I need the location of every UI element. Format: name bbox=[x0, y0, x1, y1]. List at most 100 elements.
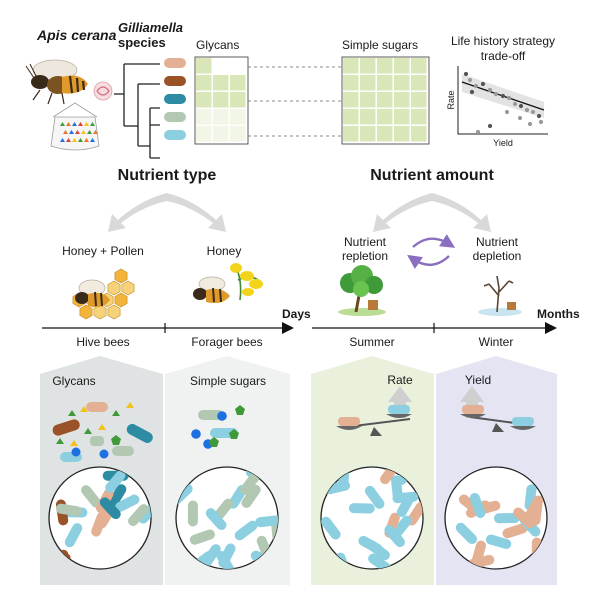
tradeoff-point bbox=[475, 129, 481, 135]
glycan-glucose bbox=[99, 449, 109, 459]
hive-bee-illustration bbox=[72, 268, 135, 320]
rate-balance-scale bbox=[336, 405, 412, 436]
summer-tree-illustration bbox=[338, 265, 386, 316]
tradeoff-point bbox=[469, 89, 475, 95]
glycans-cell bbox=[196, 126, 212, 142]
sugars-cell bbox=[343, 126, 359, 142]
tradeoff-point bbox=[504, 109, 510, 115]
bacterial-cell bbox=[348, 503, 375, 514]
bacterial-cell bbox=[128, 504, 149, 527]
panel-rate-label: Rate bbox=[387, 373, 413, 387]
honeycomb-cell bbox=[107, 280, 121, 296]
jar-symbol bbox=[72, 138, 77, 142]
tradeoff-point bbox=[524, 107, 530, 113]
jar-symbol bbox=[60, 122, 65, 126]
grid-connectors bbox=[248, 66, 343, 137]
jar-symbol bbox=[72, 122, 77, 126]
species-legend bbox=[164, 58, 186, 140]
nutrient-type-arrows bbox=[108, 193, 226, 232]
sugars-cell bbox=[343, 109, 359, 125]
glycans-cell bbox=[213, 58, 229, 74]
tradeoff-point bbox=[538, 119, 544, 125]
bacterial-cell bbox=[64, 523, 83, 548]
glycan-unit bbox=[70, 440, 78, 446]
days-timeline: Days bbox=[42, 307, 311, 334]
sugars-cell bbox=[411, 75, 427, 91]
sugars-cell bbox=[360, 92, 376, 108]
jar-symbol bbox=[84, 138, 89, 142]
repletion-line1: Nutrient bbox=[344, 235, 387, 249]
yield-balance-scale bbox=[460, 405, 536, 432]
tradeoff-point bbox=[480, 81, 486, 87]
simple-sugars-heading: Simple sugars bbox=[342, 38, 418, 52]
bacterial-cell bbox=[105, 470, 126, 493]
forager-bee-illustration bbox=[193, 263, 263, 304]
tradeoff-point bbox=[463, 71, 469, 77]
species-lightblue bbox=[164, 130, 186, 140]
bacterial-cell bbox=[384, 525, 405, 548]
tradeoff-point bbox=[506, 95, 512, 101]
sugars-cell bbox=[377, 75, 393, 91]
jar-symbol bbox=[93, 130, 98, 134]
glycans-cell bbox=[230, 92, 246, 108]
honeycomb-cell bbox=[114, 268, 128, 284]
glycan-unit bbox=[68, 410, 76, 416]
panel-yield-label: Yield bbox=[465, 373, 491, 387]
glycans-cell bbox=[230, 109, 246, 125]
depletion-line1: Nutrient bbox=[476, 235, 519, 249]
bacterial-cell bbox=[255, 515, 278, 528]
bacterial-cell bbox=[364, 485, 385, 509]
tradeoff-point bbox=[473, 83, 479, 89]
sugar-molecules bbox=[191, 405, 245, 449]
sugar-pentagon bbox=[229, 429, 239, 439]
glycans-cell bbox=[196, 58, 212, 74]
glycan-molecules bbox=[56, 402, 134, 459]
sugars-cell bbox=[377, 109, 393, 125]
species-sage bbox=[164, 112, 186, 122]
tradeoff-point bbox=[518, 103, 524, 109]
tradeoff-point bbox=[527, 121, 533, 127]
honeycomb-cell bbox=[79, 304, 93, 320]
sugars-cell bbox=[360, 58, 376, 74]
sugars-cell bbox=[360, 109, 376, 125]
days-axis-label: Days bbox=[282, 307, 311, 321]
glycans-heading: Glycans bbox=[196, 38, 239, 52]
sugars-cell bbox=[377, 58, 393, 74]
glycans-cell bbox=[196, 75, 212, 91]
months-timeline: Months bbox=[312, 307, 580, 334]
gut-zoom-icon bbox=[93, 81, 113, 101]
tradeoff-point bbox=[487, 123, 493, 129]
sugars-cell bbox=[394, 109, 410, 125]
sugars-cell bbox=[360, 75, 376, 91]
hive-bees-label: Hive bees bbox=[76, 335, 129, 349]
tradeoff-point bbox=[530, 109, 536, 115]
bacterial-cell bbox=[187, 500, 198, 527]
glycans-cell bbox=[230, 75, 246, 91]
yield-axis-label: Yield bbox=[493, 138, 513, 148]
glycan-unit bbox=[84, 428, 92, 434]
tradeoff-point bbox=[536, 113, 542, 119]
bacterial-cell bbox=[115, 494, 140, 512]
jar-symbol bbox=[84, 122, 89, 126]
glycans-heatmap bbox=[194, 56, 249, 145]
glycan-glucose bbox=[71, 447, 81, 457]
glycan-unit bbox=[98, 424, 106, 430]
honeycomb-cell bbox=[114, 292, 128, 308]
bacterial-cell bbox=[138, 501, 151, 524]
panel-glycans-label: Glycans bbox=[52, 374, 95, 388]
bacterial-cell bbox=[234, 520, 258, 541]
glycans-cell bbox=[213, 126, 229, 142]
genus-label: Gilliamella bbox=[118, 20, 183, 35]
bacterial-cell bbox=[391, 475, 403, 502]
species-teal bbox=[164, 94, 186, 104]
bacterial-cell bbox=[189, 529, 215, 545]
glycan-pentagon bbox=[111, 435, 121, 445]
glycans-cell bbox=[213, 75, 229, 91]
winter-label: Winter bbox=[479, 335, 514, 349]
bacterial-cell bbox=[55, 503, 82, 517]
jar-symbol bbox=[81, 130, 86, 134]
sugars-cell bbox=[394, 92, 410, 108]
jar-symbol bbox=[63, 130, 68, 134]
species-label: species bbox=[118, 35, 166, 50]
tradeoff-point bbox=[467, 77, 473, 83]
